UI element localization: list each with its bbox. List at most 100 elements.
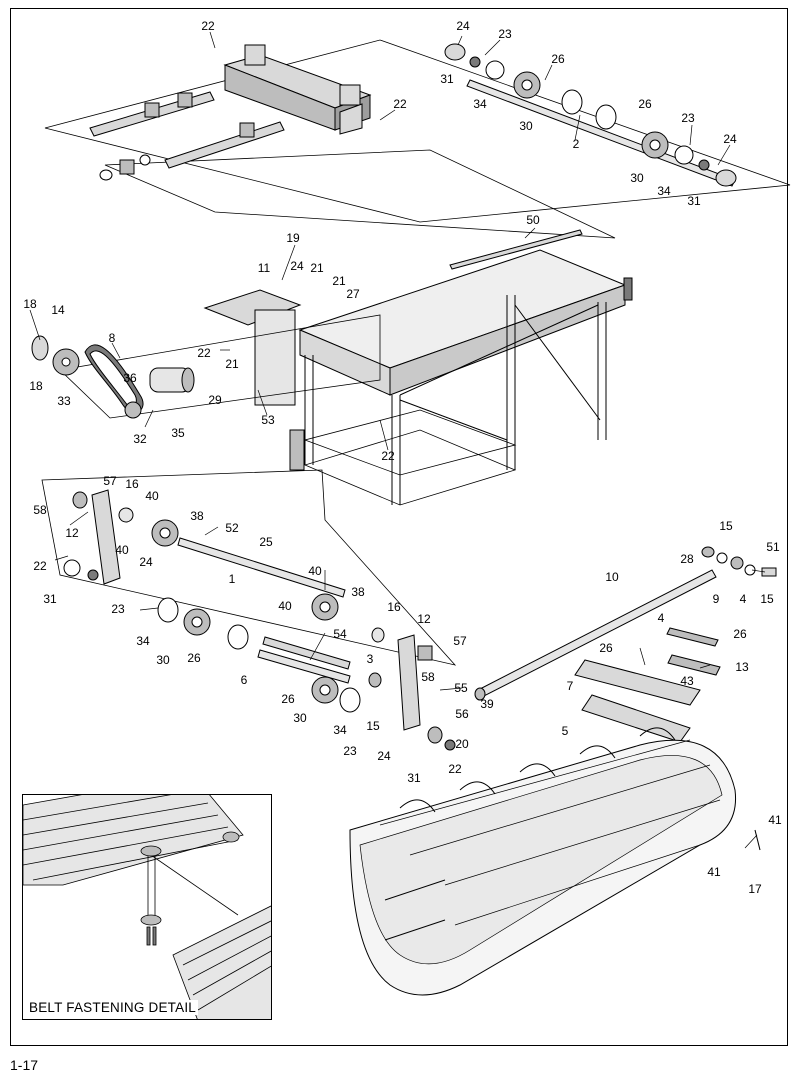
- part-callout-38: 38: [351, 585, 365, 599]
- part-callout-22: 22: [201, 19, 215, 33]
- part-callout-56: 56: [455, 707, 469, 721]
- part-callout-34: 34: [473, 97, 487, 111]
- part-callout-17: 17: [748, 882, 762, 896]
- part-callout-7: 7: [567, 679, 574, 693]
- part-callout-19: 19: [286, 231, 300, 245]
- part-callout-10: 10: [605, 570, 619, 584]
- part-callout-28: 28: [680, 552, 694, 566]
- part-callout-15: 15: [366, 719, 380, 733]
- part-callout-23: 23: [681, 111, 695, 125]
- part-callout-23: 23: [111, 602, 125, 616]
- part-callout-31: 31: [440, 72, 454, 86]
- inset-caption: BELT FASTENING DETAIL: [27, 1000, 198, 1015]
- part-callout-2: 2: [573, 137, 580, 151]
- belt-fastening-drawing: [23, 795, 271, 1019]
- part-callout-4: 4: [658, 611, 665, 625]
- part-callout-34: 34: [657, 184, 671, 198]
- part-callout-26: 26: [599, 641, 613, 655]
- part-callout-31: 31: [687, 194, 701, 208]
- idler-shaft: [474, 546, 777, 701]
- part-callout-52: 52: [225, 521, 239, 535]
- part-callout-41: 41: [707, 865, 721, 879]
- part-callout-31: 31: [43, 592, 57, 606]
- part-callout-22: 22: [33, 559, 47, 573]
- part-callout-57: 57: [453, 634, 467, 648]
- part-callout-15: 15: [719, 519, 733, 533]
- part-callout-21: 21: [310, 261, 324, 275]
- part-callout-26: 26: [638, 97, 652, 111]
- part-callout-25: 25: [259, 535, 273, 549]
- part-callout-22: 22: [381, 449, 395, 463]
- part-callout-50: 50: [526, 213, 540, 227]
- part-callout-16: 16: [125, 477, 139, 491]
- part-callout-20: 20: [455, 737, 469, 751]
- part-callout-36: 36: [123, 371, 137, 385]
- lower-shaft-assembly: [41, 469, 457, 751]
- part-callout-21: 21: [332, 274, 346, 288]
- part-callout-26: 26: [733, 627, 747, 641]
- part-callout-39: 39: [480, 697, 494, 711]
- part-callout-27: 27: [346, 287, 360, 301]
- drawing-frame: [10, 8, 788, 1046]
- part-callout-43: 43: [680, 674, 694, 688]
- part-callout-11: 11: [258, 261, 271, 275]
- part-callout-51: 51: [766, 540, 780, 554]
- part-callout-22: 22: [393, 97, 407, 111]
- part-callout-13: 13: [735, 660, 749, 674]
- part-callout-30: 30: [156, 653, 170, 667]
- part-callout-9: 9: [713, 592, 720, 606]
- upper-drive-shaft: [444, 43, 737, 187]
- page-number: 1-17: [10, 1057, 39, 1073]
- part-callout-22: 22: [197, 346, 211, 360]
- motor-drive-group: [31, 314, 381, 419]
- part-callout-24: 24: [290, 259, 304, 273]
- part-callout-15: 15: [760, 592, 774, 606]
- part-callout-38: 38: [190, 509, 204, 523]
- part-callout-40: 40: [278, 599, 292, 613]
- part-callout-26: 26: [187, 651, 201, 665]
- upper-frame-assembly: [44, 39, 791, 239]
- leader-lines: [29, 31, 766, 849]
- part-callout-16: 16: [387, 600, 401, 614]
- part-callout-30: 30: [293, 711, 307, 725]
- part-callout-24: 24: [377, 749, 391, 763]
- part-callout-54: 54: [333, 627, 347, 641]
- part-callout-24: 24: [723, 132, 737, 146]
- part-callout-23: 23: [498, 27, 512, 41]
- part-callout-5: 5: [562, 724, 569, 738]
- part-callout-34: 34: [136, 634, 150, 648]
- part-callout-12: 12: [417, 612, 431, 626]
- belt-fastening-detail-inset: BELT FASTENING DETAIL: [22, 794, 272, 1020]
- part-callout-40: 40: [145, 489, 159, 503]
- part-callout-31: 31: [407, 771, 421, 785]
- part-callout-29: 29: [208, 393, 222, 407]
- part-callout-6: 6: [241, 673, 248, 687]
- part-callout-21: 21: [225, 357, 239, 371]
- belt-guides: [574, 627, 721, 743]
- part-callout-24: 24: [139, 555, 153, 569]
- part-callout-23: 23: [343, 744, 357, 758]
- part-callout-14: 14: [51, 303, 65, 317]
- part-callout-57: 57: [103, 474, 117, 488]
- part-callout-12: 12: [65, 526, 79, 540]
- part-callout-58: 58: [33, 503, 47, 517]
- part-callout-32: 32: [133, 432, 147, 446]
- part-callout-24: 24: [456, 19, 470, 33]
- part-callout-3: 3: [367, 652, 374, 666]
- part-callout-4: 4: [740, 592, 747, 606]
- part-callout-22: 22: [448, 762, 462, 776]
- main-conveyor-frame: [203, 229, 633, 506]
- part-callout-41: 41: [768, 813, 782, 827]
- part-callout-26: 26: [551, 52, 565, 66]
- part-callout-26: 26: [281, 692, 295, 706]
- part-callout-34: 34: [333, 723, 347, 737]
- part-callout-18: 18: [23, 297, 37, 311]
- part-callout-30: 30: [630, 171, 644, 185]
- part-callout-58: 58: [421, 670, 435, 684]
- part-callout-53: 53: [261, 413, 275, 427]
- part-callout-30: 30: [519, 119, 533, 133]
- belt-segment-upper: [23, 795, 244, 886]
- part-callout-1: 1: [229, 572, 236, 586]
- part-callout-40: 40: [115, 543, 129, 557]
